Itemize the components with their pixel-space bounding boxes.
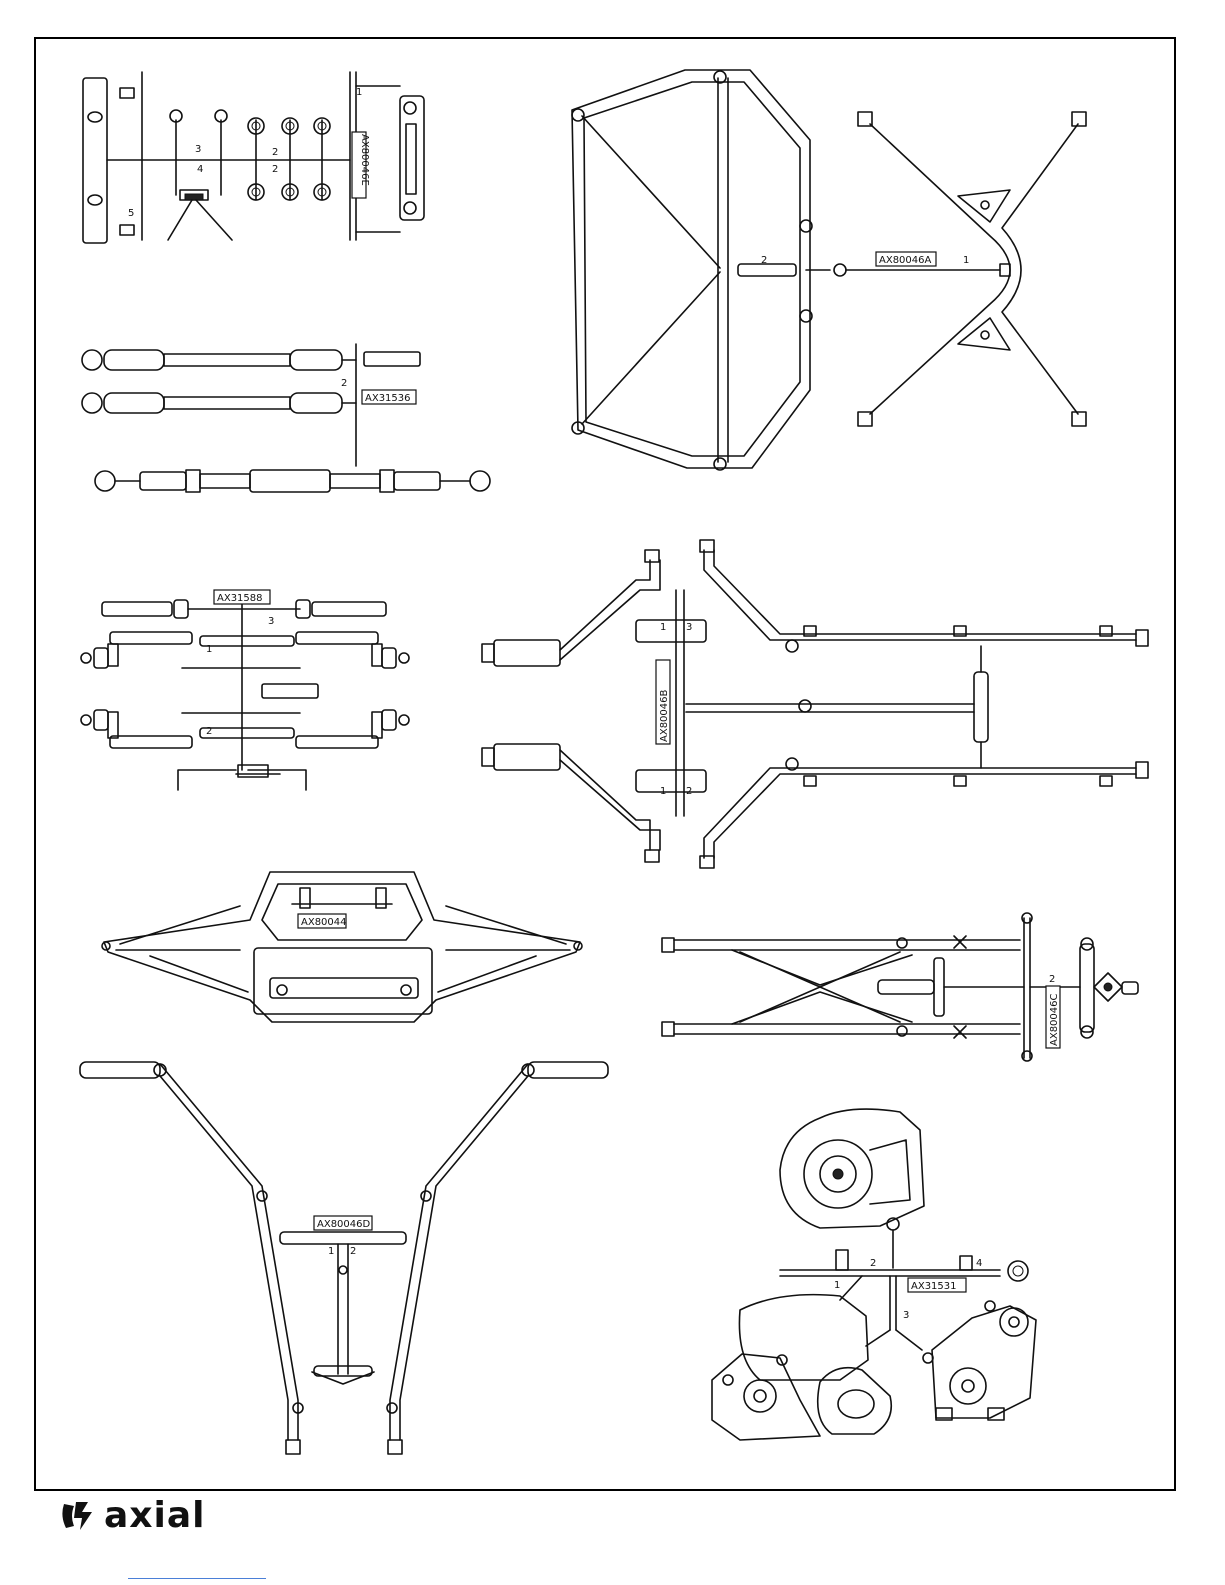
parts-tree-ax31588 (81, 596, 409, 790)
num-ax80046e-2a: 2 (272, 147, 278, 158)
num-ax80046a-1: 1 (963, 255, 969, 266)
footer-logo: axial (58, 1496, 206, 1536)
num-ax80046e-2b: 2 (272, 164, 278, 175)
page-frame (35, 38, 1175, 1490)
num-ax31531-3: 3 (903, 1310, 909, 1321)
num-ax31531-2: 2 (870, 1258, 876, 1269)
parts-tree-ax80046d (80, 1062, 608, 1454)
num-ax80046e-3: 3 (195, 144, 201, 155)
num-ax31536-2: 2 (341, 378, 347, 389)
parts-tree-ax80046c (662, 913, 1138, 1061)
num-ax31531-4: 4 (976, 1258, 982, 1269)
num-ax31531-1: 1 (834, 1280, 840, 1291)
num-ax80046e-1: 1 (356, 87, 362, 98)
num-ax31588-3: 3 (268, 616, 274, 627)
num-ax80046b-1b: 1 (660, 786, 666, 797)
tag-ax80046e: AX80046E (359, 134, 370, 186)
tag-ax80046c: AX80046C (1049, 993, 1060, 1046)
parts-tree-ax31531 (712, 1109, 1036, 1440)
parts-tree-ax80044 (102, 872, 582, 1022)
num-ax80046b-2: 2 (686, 786, 692, 797)
num-ax80046d-1: 1 (328, 1246, 334, 1257)
num-ax80046d-2: 2 (350, 1246, 356, 1257)
num-ax80046e-4: 4 (197, 164, 203, 175)
tag-ax80046a: AX80046A (879, 255, 932, 266)
num-ax80046e-5: 5 (128, 208, 134, 219)
tag-ax80046d: AX80046D (317, 1219, 371, 1230)
brand-wordmark: axial (104, 1496, 206, 1536)
tag-ax31536: AX31536 (365, 393, 411, 404)
tag-ax80046b: AX80046B (659, 689, 670, 742)
parts-tree-ax80046b (482, 540, 1148, 868)
parts-tree-ax80046a (572, 70, 1086, 470)
parts-tree-ax31536 (82, 344, 490, 492)
tag-ax31588: AX31588 (217, 593, 263, 604)
axial-logo-icon (58, 1496, 98, 1536)
num-ax80046b-1: 1 (660, 622, 666, 633)
footer-link-underline (128, 1578, 266, 1579)
tag-ax80044: AX80044 (301, 917, 347, 928)
num-ax80046c-2: 2 (1049, 974, 1055, 985)
tag-ax31531: AX31531 (911, 1281, 957, 1292)
num-ax31588-2: 2 (206, 726, 212, 737)
num-ax31588-1: 1 (206, 644, 212, 655)
num-ax80046a-2: 2 (761, 255, 767, 266)
num-ax80046b-3: 3 (686, 622, 692, 633)
